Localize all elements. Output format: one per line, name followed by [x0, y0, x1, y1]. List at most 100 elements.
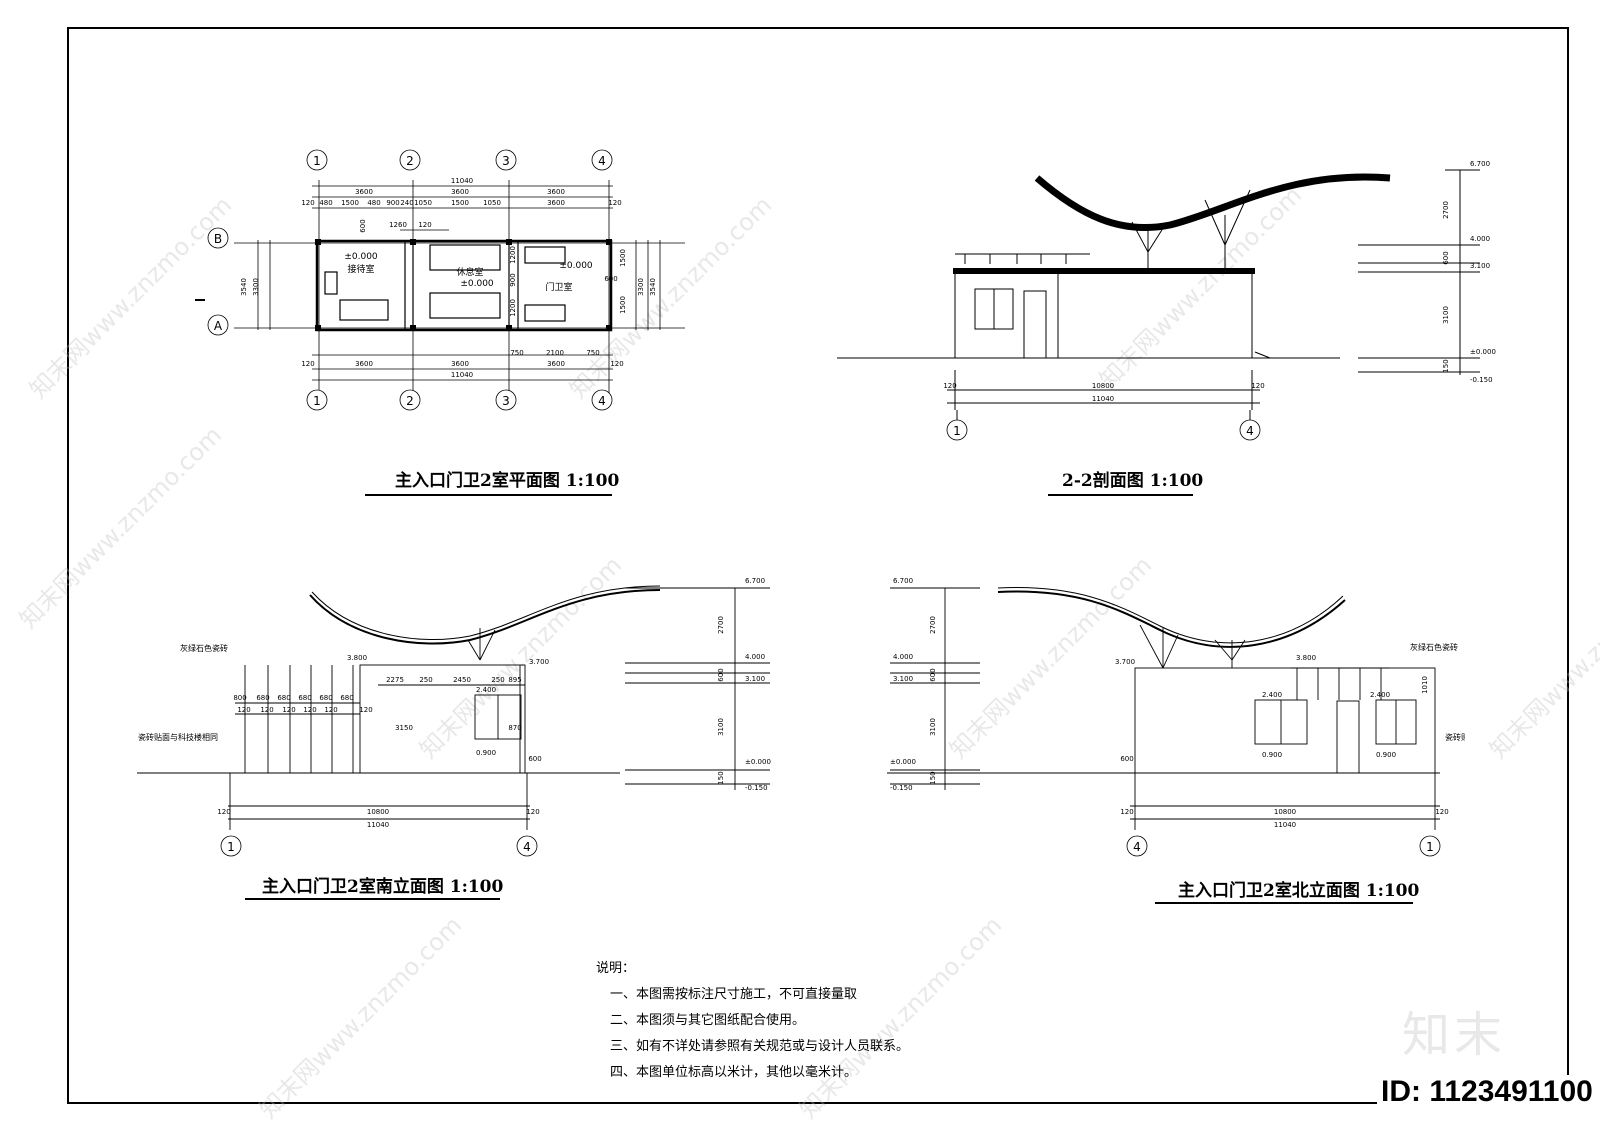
axis-label: 2	[406, 154, 414, 168]
dimension: 3600	[451, 360, 469, 368]
level-mark: 2.400	[1262, 691, 1282, 699]
title-underline	[365, 494, 612, 496]
dimension: 1010	[1421, 676, 1429, 694]
dimension: 2700	[717, 616, 725, 634]
level-mark: -0.150	[1470, 376, 1493, 384]
axis-label: 2	[406, 394, 414, 408]
section-drawing: 1 4 120 10800 120 11040 6.700 4.000 3.10…	[837, 160, 1496, 441]
dimension: 11040	[451, 371, 473, 379]
dimension: 1500	[341, 199, 359, 207]
level-mark: 6.700	[893, 577, 913, 585]
dimension: 3150	[395, 724, 413, 732]
dimension: 680	[340, 694, 353, 702]
design-notes: 说明： 一、本图需按标注尺寸施工，不可直接量取 二、本图须与其它图纸配合使用。 …	[596, 956, 909, 1086]
dimension: 800	[233, 694, 246, 702]
note-item: 二、本图须与其它图纸配合使用。	[610, 1013, 806, 1028]
dimension: 3600	[355, 188, 373, 196]
level-mark: 3.700	[1115, 658, 1135, 666]
level-mark: 3.100	[1470, 262, 1490, 270]
level-mark: 4.000	[893, 653, 913, 661]
dimension: 11040	[1274, 821, 1296, 829]
material-note: 灰绿石色瓷砖	[180, 643, 228, 653]
level-mark: 6.700	[1470, 160, 1490, 168]
dimension: 750	[510, 349, 523, 357]
dimension: 870	[508, 724, 521, 732]
dimension: 2275	[386, 676, 404, 684]
dimension: 120	[610, 360, 623, 368]
dimension: 120	[526, 808, 539, 816]
note-item: 四、本图单位标高以米计，其他以毫米计。	[610, 1065, 858, 1080]
dimension: 250	[491, 676, 504, 684]
material-note: 瓷砖贴面与科技楼相同	[138, 732, 218, 742]
level-mark: 2.400	[1370, 691, 1390, 699]
level-mark: 2.400	[476, 686, 496, 694]
axis-label: 3	[502, 394, 510, 408]
level-mark: 3.800	[347, 654, 367, 662]
dimension: 120	[1435, 808, 1448, 816]
level-mark: 3.100	[745, 675, 765, 683]
note-item: 一、本图需按标注尺寸施工，不可直接量取	[610, 987, 858, 1002]
dimension: 1500	[619, 249, 627, 267]
axis-label: 4	[598, 154, 606, 168]
material-note: 灰绿石色瓷砖	[1410, 642, 1458, 652]
dimension: 1050	[414, 199, 432, 207]
plan-title: 主入口门卫2室平面图 1:100	[395, 471, 620, 491]
dimension: 480	[367, 199, 380, 207]
dimension: 600	[1120, 755, 1133, 763]
dimension: 10800	[1092, 382, 1114, 390]
dimension: 1260	[389, 221, 407, 229]
dimension: 120	[324, 706, 337, 714]
level-mark: 0.900	[476, 749, 496, 757]
dimension: 3600	[547, 360, 565, 368]
south-elevation-title: 主入口门卫2室南立面图 1:100	[262, 877, 504, 897]
level-mark: 3.800	[1296, 654, 1316, 662]
title-underline	[245, 898, 500, 900]
dimension: 120	[260, 706, 273, 714]
dimension: 3300	[252, 278, 260, 296]
title-underline	[1048, 494, 1193, 496]
dimension: 600	[1442, 251, 1450, 264]
dimension: 680	[319, 694, 332, 702]
dimension: 10800	[1274, 808, 1296, 816]
room-name: 接待室	[347, 263, 374, 275]
north-elevation-title: 主入口门卫2室北立面图 1:100	[1178, 881, 1420, 901]
room-name: 门卫室	[545, 281, 572, 293]
room-level: ±0.000	[344, 252, 378, 262]
level-mark: 6.700	[745, 577, 765, 585]
dimension: 3600	[355, 360, 373, 368]
dimension: 680	[298, 694, 311, 702]
floor-plan: 1 2 3 4 1 2 3 4 B A B A 2 2 11040 3600 3…	[195, 149, 685, 411]
dimension: 680	[256, 694, 269, 702]
dimension: 150	[717, 771, 725, 784]
dimension: 1050	[483, 199, 501, 207]
level-mark: 3.100	[893, 675, 913, 683]
dimension: 120	[1120, 808, 1133, 816]
dimension: 900	[509, 273, 517, 286]
axis-label: 1	[313, 394, 321, 408]
dimension: 3600	[451, 188, 469, 196]
dimension: 3300	[637, 278, 645, 296]
dimension: 2700	[929, 616, 937, 634]
notes-title: 说明：	[596, 961, 636, 976]
dimension: 11040	[451, 177, 473, 185]
dimension: 3540	[649, 278, 657, 296]
dimension: 1200	[509, 299, 517, 317]
section-title: 2-2剖面图 1:100	[1062, 471, 1204, 491]
level-mark: ±0.000	[1470, 348, 1496, 356]
dimension: 120	[303, 706, 316, 714]
dimension: 2100	[546, 349, 564, 357]
title-underline	[1155, 902, 1413, 904]
level-mark: 4.000	[745, 653, 765, 661]
brand-logo: 知末	[1402, 1007, 1507, 1063]
axis-label: A	[214, 319, 223, 333]
level-mark: 0.900	[1376, 751, 1396, 759]
dimension: 120	[418, 221, 431, 229]
dimension: 600	[929, 668, 937, 681]
dimension: 120	[301, 199, 314, 207]
axis-label: 4	[523, 840, 531, 854]
dimension: 11040	[1092, 395, 1114, 403]
level-mark: -0.150	[745, 784, 768, 792]
axis-label: 4	[1246, 424, 1254, 438]
dimension: 1500	[619, 296, 627, 314]
dimension: 120	[301, 360, 314, 368]
